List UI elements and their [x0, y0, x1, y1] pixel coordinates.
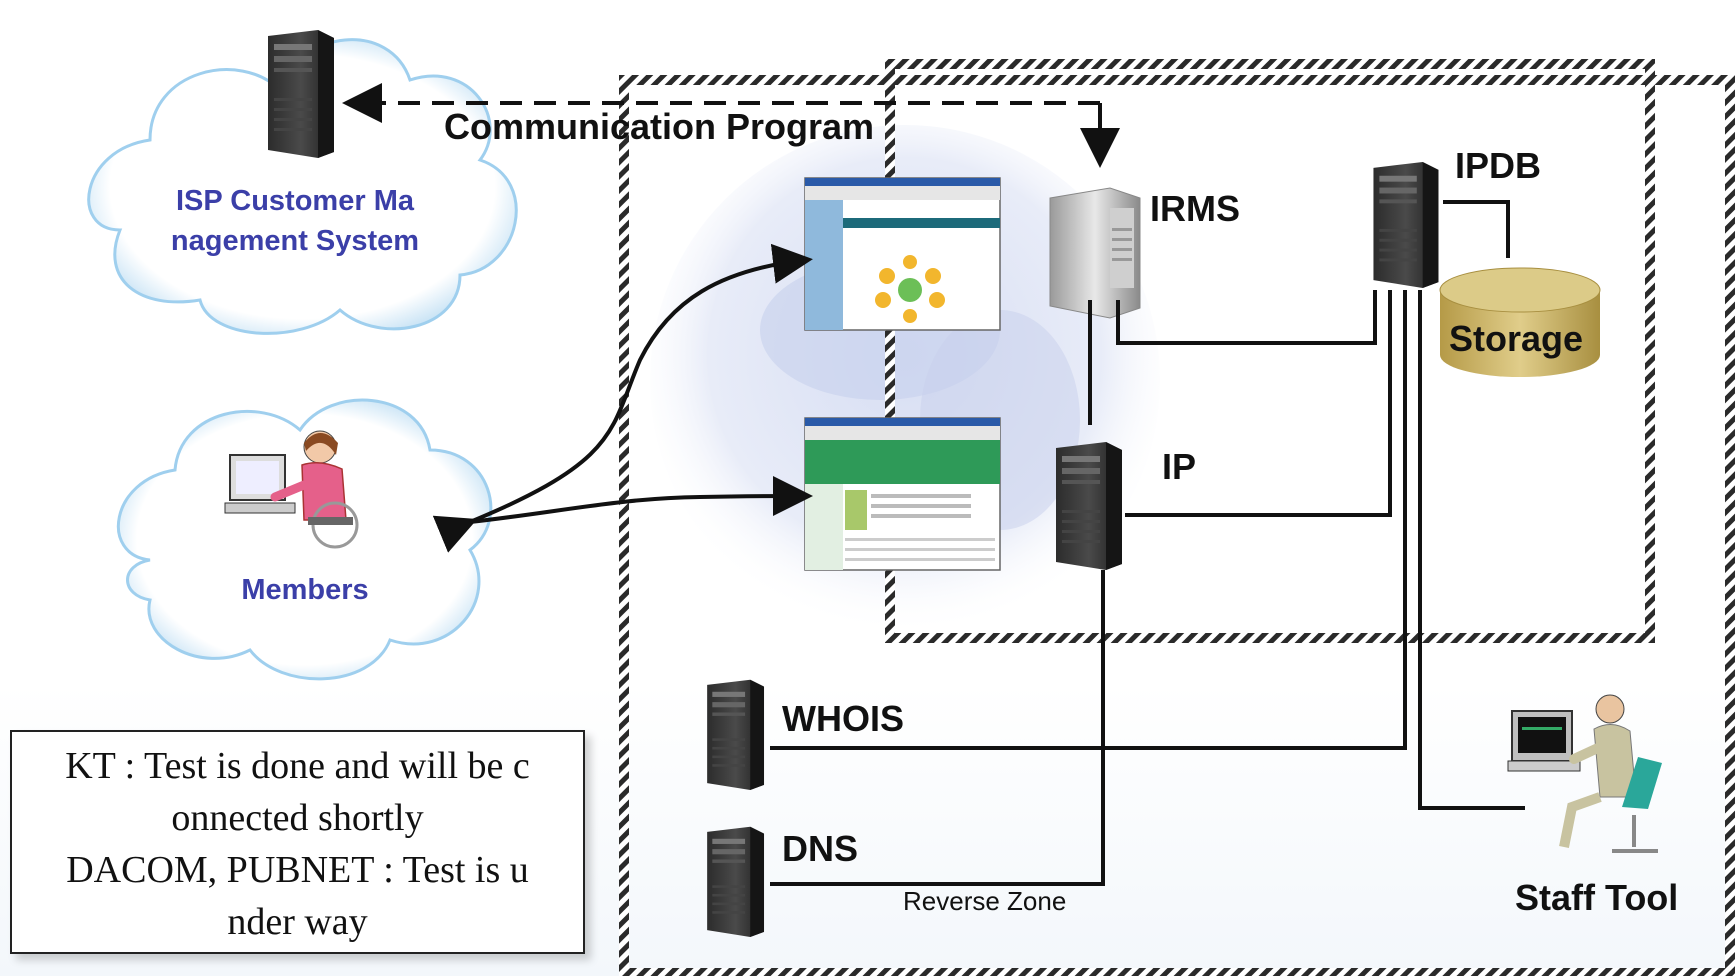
staff-tool-label: Staff Tool — [1515, 877, 1679, 918]
browser-screenshot-icon — [804, 177, 1001, 331]
dns-server-icon — [707, 826, 765, 937]
reverse-zone-label: Reverse Zone — [903, 886, 1067, 916]
storage-cylinder-icon — [1439, 267, 1601, 377]
isp-label-line1: ISP Customer Ma — [176, 185, 414, 217]
ip-label: IP — [1162, 446, 1197, 487]
ipdb-server-icon — [1373, 161, 1439, 288]
dns-label: DNS — [782, 828, 859, 869]
member-arrow-top — [432, 243, 813, 553]
storage-label: Storage — [1449, 318, 1584, 359]
member-arrow-bottom — [469, 476, 813, 524]
person-icon — [224, 430, 359, 549]
ip-server-icon — [1056, 442, 1122, 570]
note-line3: DACOM, PUBNET : Test is u — [66, 849, 529, 891]
inner-zone-box — [885, 59, 1655, 643]
note-line1: KT : Test is done and will be c — [65, 745, 530, 787]
irms-label: IRMS — [1150, 188, 1240, 229]
staff-person-icon — [1507, 694, 1662, 853]
whois-server-icon — [707, 679, 765, 790]
ipdb-label: IPDB — [1455, 145, 1542, 186]
status-note: KT : Test is done and will be c onnected… — [10, 730, 585, 954]
cloud-icon — [87, 38, 518, 335]
connection-lines — [770, 200, 1525, 886]
isp-label-line2: nagement System — [170, 225, 420, 257]
isp-server-icon — [268, 30, 334, 158]
note-line4: nder way — [227, 901, 368, 943]
communication-program-label: Communication Program — [444, 106, 875, 147]
whois-label: WHOIS — [782, 698, 904, 739]
irms-server-icon — [1049, 187, 1141, 319]
members-label: Members — [241, 574, 369, 606]
note-line2: onnected shortly — [171, 797, 424, 839]
browser-screenshot-icon — [804, 417, 1001, 571]
isp-system-label: ISP Customer Ma nagement System — [140, 181, 450, 261]
